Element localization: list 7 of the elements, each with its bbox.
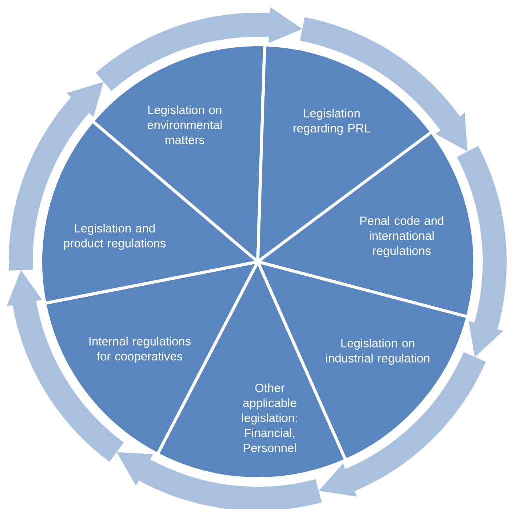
ring-arrow bbox=[457, 146, 507, 358]
ring-arrow bbox=[116, 452, 322, 509]
ring-arrow bbox=[6, 270, 124, 462]
ring-arrow bbox=[300, 17, 468, 152]
ring-arrow bbox=[318, 352, 486, 497]
ring-arrow bbox=[9, 82, 104, 271]
ring-arrow bbox=[96, 7, 303, 92]
